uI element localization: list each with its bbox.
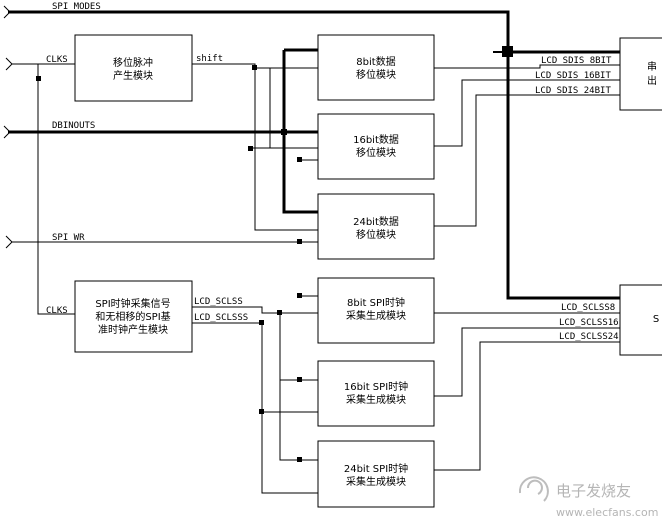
spi-modes-bus: [8, 10, 620, 54]
shift16-block: [317, 113, 435, 180]
shift8-line-2: 移位模块: [356, 68, 396, 81]
spi16-line-2: 采集生成模块: [346, 393, 406, 406]
spi24-block: [317, 440, 435, 508]
arrow-dbinouts: [3, 125, 11, 139]
label-spi-wr: SPI_WR: [52, 233, 85, 243]
shift8-line-1: 8bit数据: [356, 55, 395, 68]
dbinouts-branches: [282, 48, 318, 214]
label-sdis-16: LCD_SDIS_16BIT: [535, 71, 611, 81]
shift-branch-24: [254, 68, 318, 231]
signal-labels: SPI_MODES CLKS shift DBINOUTS SPI_WR CLK…: [46, 2, 619, 342]
shift-pulse-line-2: 产生模块: [113, 69, 153, 82]
shift16-line-1: 16bit数据: [353, 133, 399, 146]
shift24-block: [317, 193, 435, 260]
spi8-block: [317, 277, 435, 344]
junctions: [36, 46, 513, 462]
sclss-out-line-1: S: [653, 314, 659, 325]
label-clks-top: CLKS: [46, 55, 68, 65]
label-lcd-sclsss: LCD_SCLSSS: [194, 313, 248, 323]
sclss-out-block-partial: [619, 284, 662, 356]
spi-clock-gen-line-2: 和无相移的SPI基: [95, 310, 170, 323]
sdis24-wire: [434, 94, 620, 227]
block-labels: 移位脉冲 产生模块 8bit数据 移位模块 16bit数据 移位模块 24bit…: [95, 55, 659, 488]
shift8-block: [317, 34, 435, 101]
serial-out-line-2: 出: [647, 74, 657, 87]
arrow-spi-modes: [3, 5, 11, 19]
spi-clock-gen-block: [74, 280, 193, 353]
wires: [8, 10, 620, 494]
shift-pulse-block: [74, 34, 193, 102]
label-sclss-24: LCD_SCLSS24: [559, 332, 619, 342]
shift-pulse-line-1: 移位脉冲: [113, 56, 153, 69]
watermark: 电子发烧友 www.elecfans.com: [518, 476, 658, 519]
lcd-sclsss-wire: [192, 322, 318, 494]
spi24-line-1: 24bit SPI时钟: [344, 462, 408, 475]
blocks: [74, 34, 662, 508]
spi16-block: [317, 360, 435, 427]
arrow-spi-wr: [5, 235, 13, 249]
sdis16-wire: [434, 79, 620, 147]
clks-vertical-wire: [37, 64, 75, 315]
label-sdis-24: LCD_SDIS_24BIT: [535, 86, 611, 96]
shift24-line-1: 24bit数据: [353, 215, 399, 228]
label-sdis-8: LCD_SDIS_8BIT: [541, 56, 612, 66]
sdis8-wire: [434, 64, 620, 69]
spi-clock-gen-line-3: 准时钟产生模块: [98, 323, 168, 336]
spi-clock-gen-line-1: SPI时钟采集信号: [95, 297, 170, 310]
shift-branch-16: [269, 68, 318, 149]
label-shift: shift: [196, 54, 223, 64]
shift16-line-2: 移位模块: [356, 146, 396, 159]
spi16-line-1: 16bit SPI时钟: [344, 380, 408, 393]
spi8-line-2: 采集生成模块: [346, 309, 406, 322]
label-sclss-8: LCD_SCLSS8: [561, 303, 615, 313]
label-spi-modes: SPI_MODES: [52, 2, 101, 12]
sclss16-wire: [434, 327, 620, 397]
sclss24-wire: [434, 341, 620, 471]
lcd-sclss-wire: [192, 306, 318, 314]
label-sclss-16: LCD_SCLSS16: [559, 318, 619, 328]
label-dbinouts: DBINOUTS: [52, 121, 95, 131]
label-clks-bottom: CLKS: [46, 306, 68, 316]
elecfans-logo-icon: [518, 476, 549, 502]
serial-out-line-1: 串: [647, 61, 657, 73]
spi-modes-bus-down: [506, 52, 620, 300]
spi24-line-2: 采集生成模块: [346, 475, 406, 488]
watermark-brand: 电子发烧友: [556, 482, 631, 500]
label-lcd-sclss: LCD_SCLSS: [194, 297, 243, 307]
watermark-url: www.elecfans.com: [556, 506, 658, 519]
shift24-line-2: 移位模块: [356, 228, 396, 241]
spi8-line-1: 8bit SPI时钟: [347, 296, 405, 309]
input-arrows: [3, 5, 13, 249]
serial-out-block-partial: [619, 37, 662, 111]
arrow-clks: [5, 57, 13, 71]
